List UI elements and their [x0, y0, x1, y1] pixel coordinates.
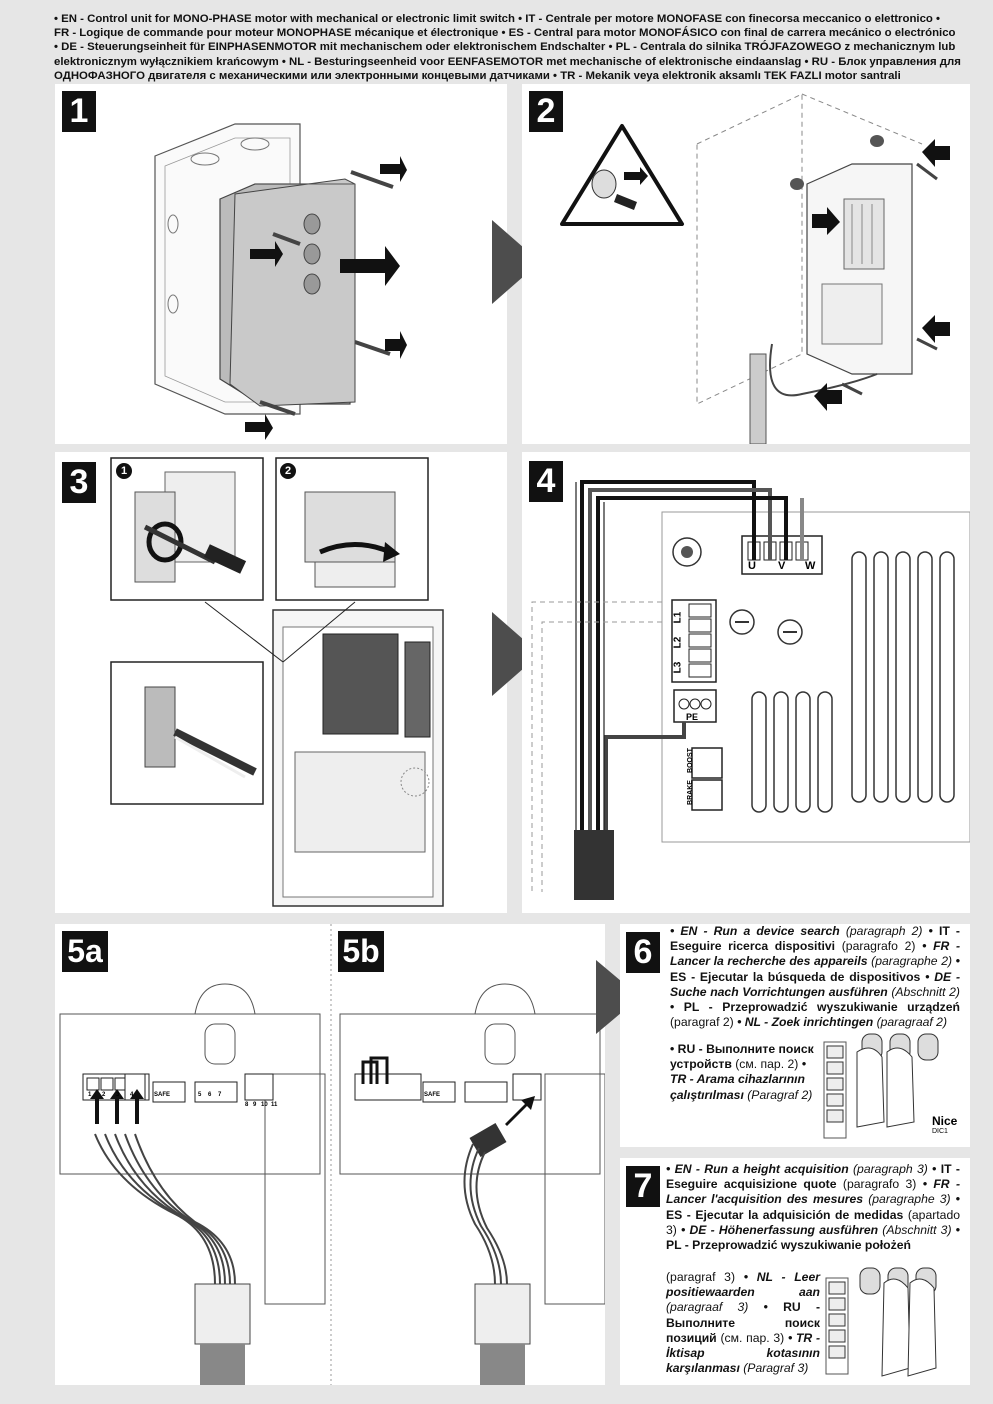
step-5b-badge: 5b [338, 931, 384, 972]
terminal-brake-label: BRAKE [686, 780, 694, 805]
step-3-sub-1: 1 [116, 463, 132, 479]
step-6-badge: 6 [626, 932, 660, 973]
model-label: DIC1 [932, 1128, 948, 1135]
step-7-de-label: • DE - Höhenerfassung ausführen [681, 1222, 879, 1237]
terminal-9-label: 9 [253, 1102, 257, 1108]
terminal-u-label: U [748, 560, 756, 572]
device-search-buttons-illustration [822, 1032, 967, 1140]
step-7-fr-ref: (paragraphe 3) [868, 1192, 951, 1207]
terminal-l2-label: L2 [672, 636, 684, 649]
step-6-nl-label: • NL - Zoek inrichtingen [737, 1015, 874, 1030]
step-3-panel: 3 1 2 [55, 452, 507, 913]
step-7-pl-ref: (paragraf 3) [666, 1270, 736, 1284]
step-7-en-ref: (paragraph 3) [853, 1162, 928, 1176]
step-6-tr-label: • TR - Arama cihazlarının çalıştırılması [670, 1057, 806, 1102]
title-line-2: FR - Logique de commande pour moteur MON… [54, 27, 956, 40]
title-line-4: elektronicznym wyłącznikiem krańcowym • … [54, 55, 961, 68]
step-7-pl-label: • PL - Przeprowadzić wyszukiwanie położe… [666, 1222, 960, 1253]
step-6-ru-label: • RU - Выполните поиск устройств [670, 1042, 814, 1072]
step-6-fr-ref: (paragraphe 2) [871, 954, 953, 969]
next-arrow-5-6 [596, 960, 640, 1034]
step-7-tr-ref: (Paragraf 3) [743, 1361, 809, 1376]
step-5-panel: 5a 5b 1 2 3 4 SAFE 5 6 7 8 9 10 11 SAFE [55, 924, 605, 1385]
step-2-badge: 2 [529, 91, 563, 132]
terminal-6-label: 6 [208, 1092, 212, 1098]
step-1-panel: 1 [55, 84, 507, 444]
step-3-sub-2: 2 [280, 463, 296, 479]
title-line-1: • EN - Control unit for MONO-PHASE motor… [54, 13, 941, 25]
open-terminal-cover-illustration [110, 457, 444, 907]
terminal-11-label: 11 [271, 1102, 278, 1108]
title-line-5: ОДНОФАЗНОГО двигателя с механическими ил… [54, 69, 901, 82]
step-6-text-2: • RU - Выполните поиск устройств (см. па… [670, 1042, 818, 1103]
terminal-3-label: 3 [116, 1092, 120, 1098]
safe-label-5b: SAFE [424, 1092, 441, 1098]
step-7-en-label: • EN - Run a height acquisition [666, 1162, 849, 1176]
step-6-en-ref: (paragraph 2) [845, 924, 923, 938]
step-7-fr-label: • FR - Lancer l'acquisition des mesures [666, 1177, 961, 1207]
step-4-panel: 4 U V W L1 L2 L3 PE BOOST BRAKE [522, 452, 970, 913]
terminal-5-label: 5 [198, 1092, 202, 1098]
step-6-it-label: • IT - Eseguire ricerca dispositivi [670, 924, 960, 954]
terminal-boost-label: BOOST [686, 748, 694, 773]
terminal-8-label: 8 [245, 1102, 249, 1108]
terminal-1-label: 1 [88, 1092, 92, 1098]
step-6-ru-ref: (см. пар. 2) [735, 1057, 799, 1072]
step-7-text: • EN - Run a height acquisition (paragra… [666, 1162, 960, 1253]
step-7-ru-ref: (см. пар. 3) [720, 1330, 785, 1345]
terminal-2-label: 2 [102, 1092, 106, 1098]
step-6-tr-ref: (Paragraf 2) [747, 1087, 813, 1102]
motor-wiring-illustration [531, 480, 970, 900]
step-7-panel: 7 • EN - Run a height acquisition (parag… [620, 1158, 970, 1385]
terminal-7-label: 7 [218, 1092, 222, 1098]
height-acquisition-buttons-illustration [824, 1258, 967, 1382]
step-7-nl-label: • NL - Leer positiewaarden aan [666, 1270, 820, 1300]
step-7-it-label: • IT - Eseguire acquisizione quote [666, 1162, 960, 1192]
step-7-it-ref: (paragrafo 3) [842, 1177, 917, 1192]
step-6-de-ref: (Abschnitt 2) [891, 984, 960, 999]
step-7-es-ref: (apartado 3) [666, 1207, 961, 1237]
terminal-10-label: 10 [261, 1102, 268, 1108]
step-7-tr-label: • TR - İktisap kotasının karşılanması [666, 1330, 821, 1376]
step-6-text: • EN - Run a device search (paragraph 2)… [670, 924, 960, 1030]
step-6-it-ref: (paragrafo 2) [841, 939, 916, 954]
step-6-es-label: • ES - Ejecutar la búsqueda de dispositi… [670, 954, 960, 984]
step-4-badge: 4 [529, 461, 563, 502]
step-7-nl-ref: (paragraaf 3) [666, 1300, 749, 1315]
terminal-pe-label: PE [686, 712, 699, 722]
terminal-l3-label: L3 [672, 661, 684, 674]
input-connectors-illustration [59, 924, 605, 1385]
document-title: • EN - Control unit for MONO-PHASE motor… [54, 12, 974, 83]
wall-mount-illustration [560, 93, 950, 444]
step-5a-badge: 5a [62, 931, 108, 972]
next-arrow-3-4 [492, 612, 540, 696]
step-6-fr-label: • FR - Lancer la recherche des appareils [670, 939, 961, 969]
step-6-pl-ref: (paragraf 2) [670, 1015, 734, 1030]
safe-label: SAFE [154, 1092, 171, 1098]
brand-logo: Nice [932, 1114, 958, 1128]
step-6-pl-label: • PL - Przeprowadzić wyszukiwanie urządz… [670, 1000, 960, 1015]
step-6-panel: 6 • EN - Run a device search (paragraph … [620, 924, 970, 1147]
terminal-4-label: 4 [130, 1092, 134, 1098]
step-6-nl-ref: (paragraaf 2) [876, 1015, 948, 1030]
remove-cover-illustration [154, 123, 407, 440]
step-7-ru-label: • RU - Выполните поиск позиций [666, 1300, 821, 1345]
step-6-de-label: • DE - Suche nach Vorrichtungen ausführe… [670, 969, 960, 999]
title-line-3: • DE - Steuerungseinheit für EINPHASENMO… [54, 41, 956, 54]
step-7-es-label: • ES - Ejecutar la adquisición de medida… [666, 1192, 960, 1222]
next-arrow-1-2 [492, 220, 540, 304]
terminal-w-label: W [805, 560, 816, 572]
terminal-l1-label: L1 [672, 611, 684, 624]
step-2-panel: 2 [522, 84, 970, 444]
terminal-v-label: V [778, 560, 786, 572]
step-6-en-label: • EN - Run a device search [670, 924, 840, 938]
step-7-text-2: (paragraf 3) • NL - Leer positiewaarden … [666, 1270, 820, 1376]
step-3-badge: 3 [62, 462, 96, 503]
step-7-de-ref: (Abschnitt 3) [882, 1222, 952, 1237]
step-7-badge: 7 [626, 1166, 660, 1207]
step-1-badge: 1 [62, 91, 96, 132]
